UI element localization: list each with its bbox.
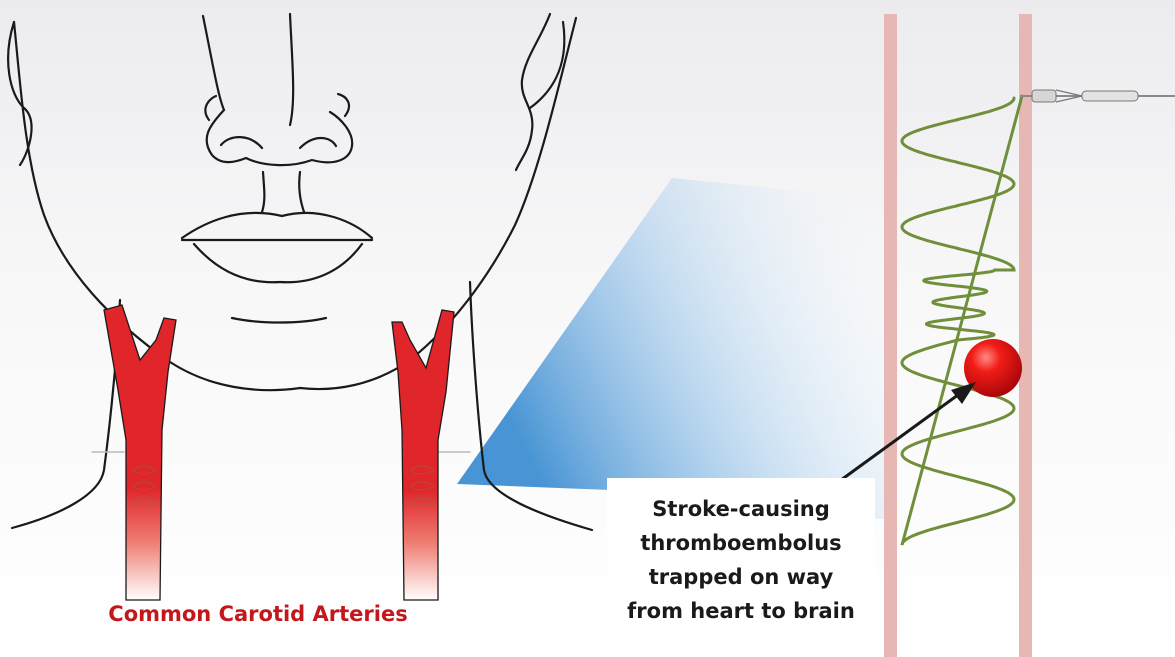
callout-line-4: from heart to brain — [607, 594, 875, 628]
vessel-wall-left — [884, 14, 897, 657]
callout-box: Stroke-causing thromboembolus trapped on… — [607, 478, 875, 650]
callout-line-3: trapped on way — [607, 560, 875, 594]
arteries-label: Common Carotid Arteries — [48, 602, 468, 626]
thromboembolus-sphere-icon — [964, 339, 1022, 397]
vessel-wall-right — [1019, 14, 1032, 657]
callout-line-1: Stroke-causing — [607, 492, 875, 526]
callout-line-2: thromboembolus — [607, 526, 875, 560]
